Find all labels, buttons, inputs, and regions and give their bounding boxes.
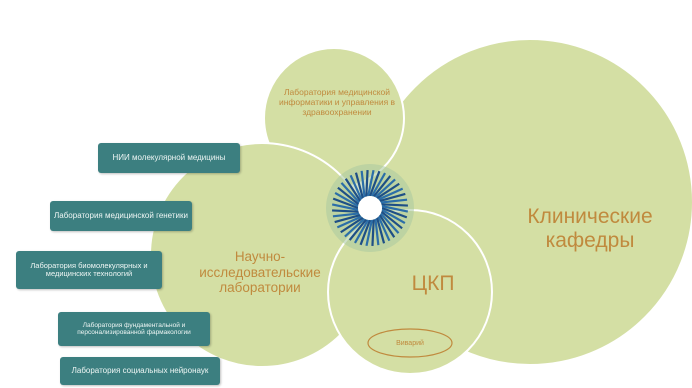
logo-ray bbox=[348, 218, 368, 241]
logo-ray bbox=[378, 214, 396, 238]
logo-ray bbox=[349, 174, 363, 200]
logo-ray bbox=[370, 172, 387, 197]
logo-ray bbox=[367, 169, 375, 197]
logo-ray bbox=[380, 210, 403, 230]
logo-ray bbox=[371, 219, 375, 246]
lab-box-medical-genetics: Лаборатория медицинской генетики bbox=[50, 201, 192, 231]
logo-ray bbox=[337, 186, 360, 206]
vivarium-label: Виварий bbox=[396, 340, 424, 347]
logo-ray bbox=[334, 191, 359, 208]
logo-ray bbox=[372, 175, 392, 198]
logo-ray bbox=[375, 217, 386, 244]
logo-ray bbox=[353, 219, 370, 244]
logo-ray bbox=[340, 216, 364, 234]
lab-box-molecular-medicine: НИИ молекулярной медицины bbox=[98, 143, 240, 173]
logo-ray bbox=[377, 216, 391, 242]
lab-box-social-neuroscience: Лаборатория социальных нейронаук bbox=[60, 357, 220, 385]
ckp-label: ЦКП bbox=[411, 272, 455, 295]
logo-ray bbox=[379, 212, 400, 234]
lab-box-biomolecular-tech: Лаборатория биомолекулярных и медицински… bbox=[16, 251, 162, 289]
logo-ray bbox=[334, 213, 361, 224]
logo-ray bbox=[332, 212, 360, 218]
logo-ray bbox=[381, 203, 408, 207]
logo-ray bbox=[376, 182, 400, 200]
vivarium-ellipse bbox=[367, 328, 453, 358]
logo-ray bbox=[378, 187, 404, 201]
logo-ray bbox=[381, 208, 406, 225]
research-label: Научно-исследовательские лаборатории bbox=[199, 249, 321, 296]
clinical-label: Клинические кафедры bbox=[527, 205, 653, 253]
logo-ray bbox=[331, 203, 359, 211]
logo-ray bbox=[374, 218, 380, 246]
logo-ray bbox=[344, 178, 362, 202]
logo-ray bbox=[354, 172, 365, 199]
logo-ray bbox=[332, 197, 359, 210]
logo-ray bbox=[379, 192, 406, 203]
logo-ray bbox=[374, 178, 396, 199]
starburst-logo-icon bbox=[326, 164, 414, 252]
logo-ray bbox=[360, 170, 366, 198]
top-lab-label: Лаборатория медицинской информатики и уп… bbox=[278, 87, 396, 117]
logo-ray bbox=[359, 219, 372, 246]
logo-ray bbox=[365, 170, 369, 197]
logo-ray bbox=[332, 209, 359, 213]
logo-ray bbox=[380, 198, 408, 204]
lab-box-pharmacology: Лаборатория фундаментальной и персонализ… bbox=[58, 312, 210, 346]
logo-ray bbox=[368, 170, 381, 197]
logo-ray bbox=[336, 215, 362, 229]
logo-ray bbox=[344, 217, 366, 238]
logo-ray bbox=[381, 205, 409, 213]
logo-ray bbox=[381, 206, 408, 219]
logo-ray bbox=[365, 219, 373, 247]
logo-ray bbox=[340, 182, 361, 204]
